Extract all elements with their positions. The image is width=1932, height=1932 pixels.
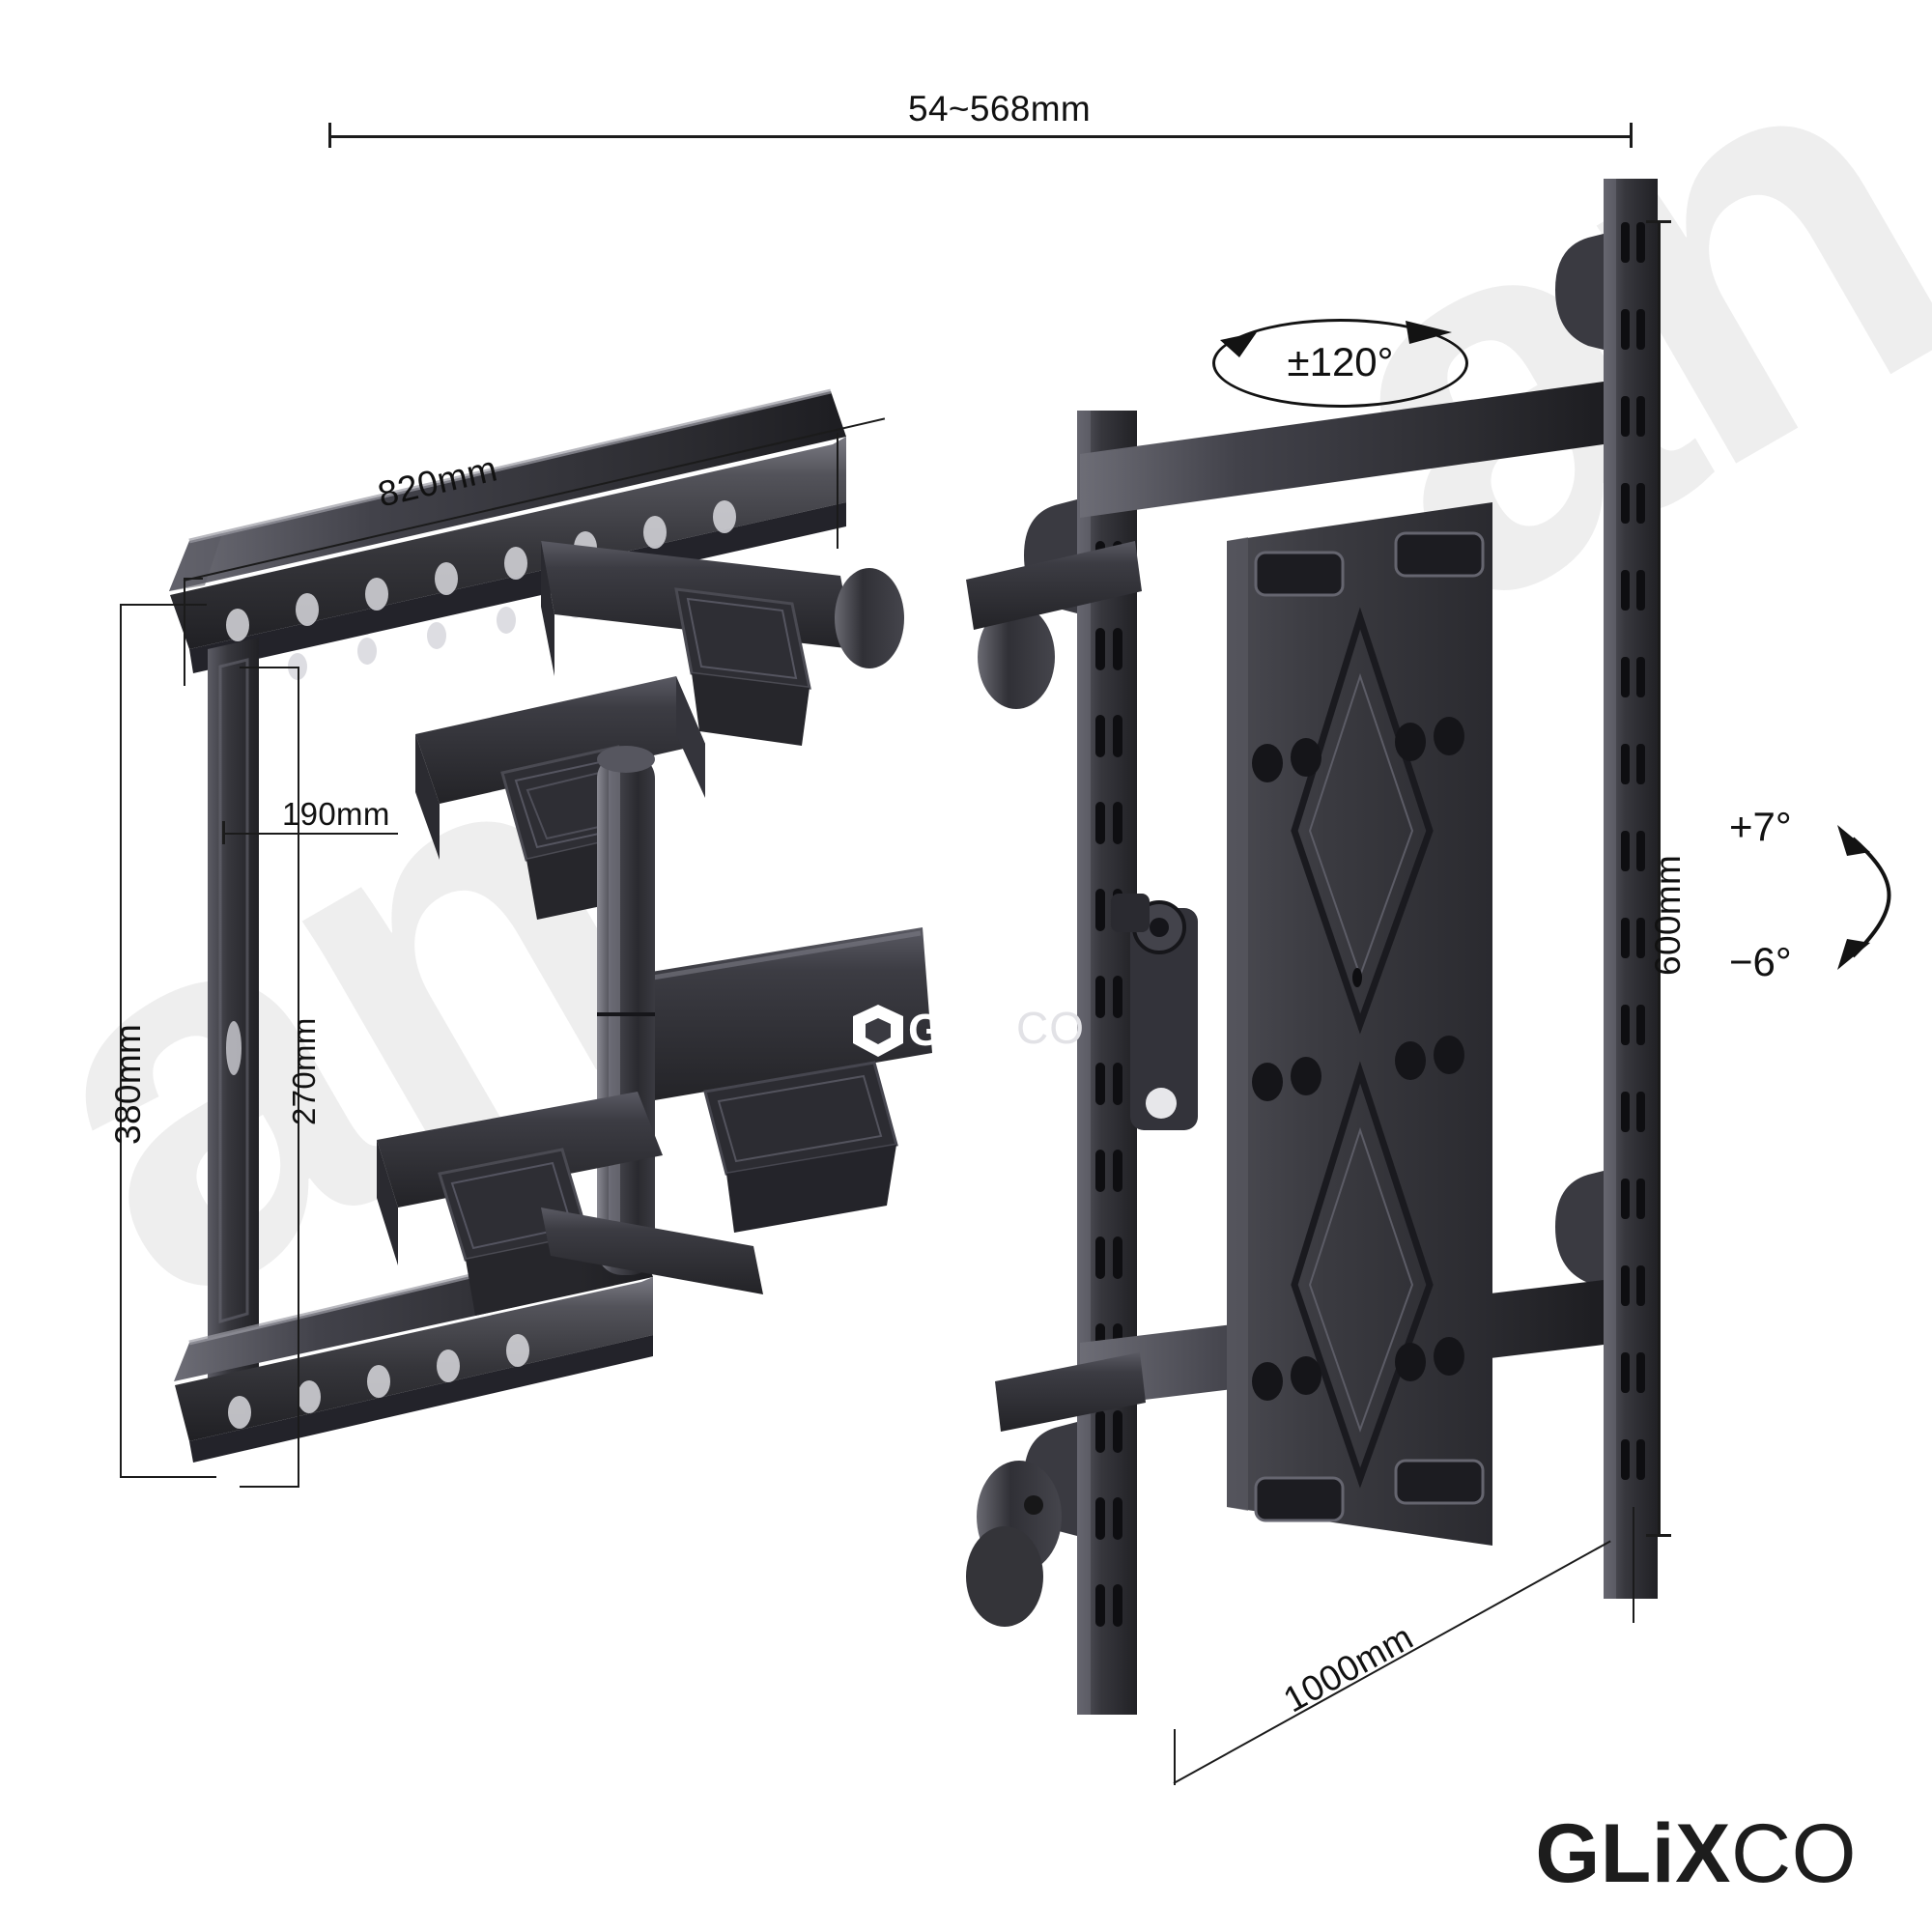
articulating-arm-mid [541,541,904,746]
tilt-up-label: +7° [1729,804,1792,849]
tilt-arc [1837,825,1891,970]
tilt-angle-callout: +7° −6° [1729,792,1922,985]
arm-brand-logo: GLiX CO [853,1003,1085,1057]
swivel-arc [1212,319,1468,408]
swivel-arrowheads [1220,321,1452,357]
brand-logo-bold: GLiX [1535,1807,1731,1900]
dimension-vesa-height-label: 600mm [1648,854,1688,976]
tilt-down-label: −6° [1729,939,1792,984]
svg-text:CO: CO [1016,1003,1085,1053]
tilt-lock-hardware [1111,894,1198,1130]
brand-logo: GLiXCO [1535,1812,1857,1895]
dimension-depth-range-label: 54~568mm [908,89,1092,128]
top-boom [966,541,1146,1432]
swivel-angle-callout: ±120° [1212,319,1468,408]
dimension-hole-pitch-label: 270mm [286,1017,322,1125]
svg-text:GLiX: GLiX [908,1005,1015,1055]
adjust-knobs [966,605,1062,1627]
swivel-angle-label: ±120° [1287,339,1394,385]
articulating-arm-lower [377,1092,763,1316]
vesa-rail-right [1555,179,1658,1599]
dimension-plate-height-label: 380mm [108,1023,148,1145]
dimension-hole-offset-label: 190mm [282,796,390,832]
pivot-column [597,746,655,1275]
wall-plate-rail [208,638,259,1383]
brand-logo-light: CO [1731,1807,1857,1900]
vesa-plate [1227,502,1492,1546]
main-arm [628,927,932,1233]
articulating-arm-upper [415,676,705,920]
